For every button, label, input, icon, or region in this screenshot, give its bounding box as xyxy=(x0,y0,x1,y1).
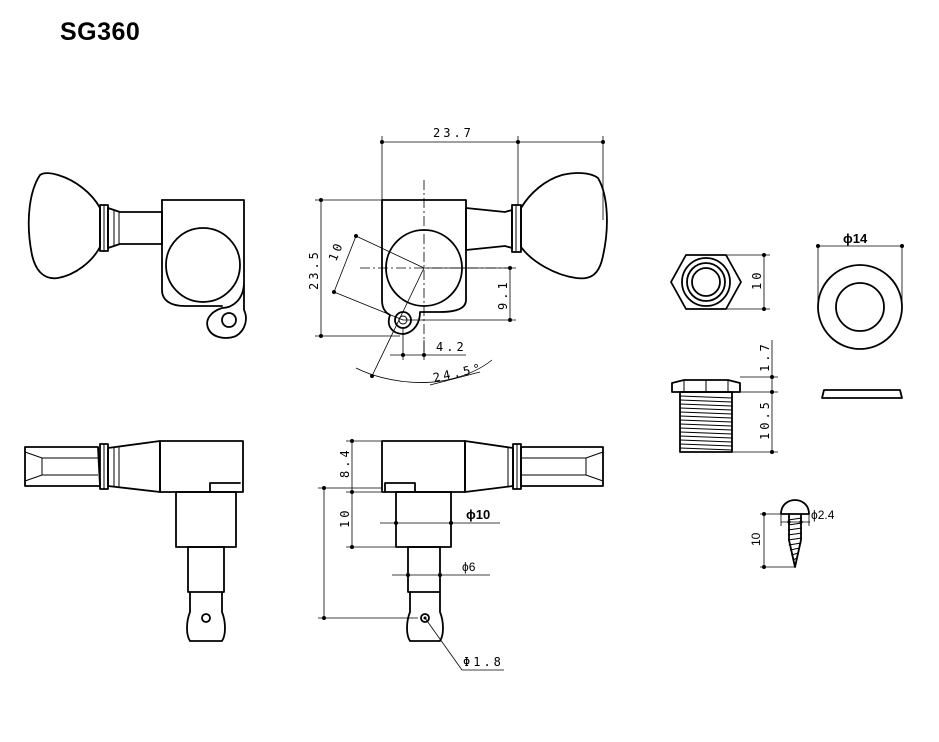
thread-line xyxy=(679,411,733,415)
thread-line xyxy=(679,403,733,407)
dim-nut-width: 10 xyxy=(750,270,764,290)
dim-hole-offset: 4.2 xyxy=(436,340,467,354)
dim-center-offset: 9.1 xyxy=(496,279,510,310)
tuner-top-view-dimensioned: 23.7 23.5 10 9.1 4.2 24.5° xyxy=(307,126,608,386)
screw-thread-line xyxy=(787,532,803,536)
thread-line xyxy=(679,415,733,419)
dim-string-hole: Φ1.8 xyxy=(463,655,504,669)
thread-line xyxy=(679,395,733,399)
screw-thread-line xyxy=(787,527,803,531)
thread-line xyxy=(679,423,733,427)
mounting-screw: 10 ϕ2.4 xyxy=(749,499,835,569)
threaded-bushing-side-view: 1.7 10.5 xyxy=(671,340,778,454)
thread-line xyxy=(679,431,733,435)
thread-line xyxy=(679,399,733,403)
thread-line xyxy=(679,427,733,431)
thread-line xyxy=(679,443,733,447)
hex-nut-top-view: 10 xyxy=(670,253,770,311)
dim-angle: 24.5° xyxy=(432,361,485,385)
thread-line xyxy=(679,419,733,423)
dim-offset-radius: 10 xyxy=(326,239,347,263)
dim-head-height: 8.4 xyxy=(338,447,352,478)
screw-thread-line xyxy=(789,547,801,551)
dim-flange-thickness: 1.7 xyxy=(758,341,772,372)
tuner-side-view-left xyxy=(24,440,244,642)
screw-thread-line xyxy=(787,517,803,521)
bushing-threads xyxy=(679,395,733,451)
dim-body-height: 23.5 xyxy=(307,249,321,290)
thread-line xyxy=(679,435,733,439)
dim-screw-length: 10 xyxy=(749,532,763,546)
screw-threads xyxy=(787,517,803,561)
dim-screw-dia: ϕ2.4 xyxy=(811,508,835,522)
screw-thread-line xyxy=(792,557,798,561)
dim-washer-dia: ϕ14 xyxy=(843,231,868,246)
dim-post-dia: ϕ6 xyxy=(462,560,476,574)
page-title: SG360 xyxy=(60,18,141,46)
tuner-side-view-dimensioned: 8.4 10 ϕ10 ϕ6 Φ1.8 xyxy=(318,439,604,671)
screw-thread-line xyxy=(787,522,803,526)
thread-line xyxy=(679,447,733,451)
tuner-top-view-left xyxy=(27,172,247,339)
dim-thread-length: 10.5 xyxy=(758,399,772,440)
washer-top-view: ϕ14 xyxy=(816,231,904,399)
thread-line xyxy=(679,407,733,411)
dim-total-width: 23.7 xyxy=(433,126,474,140)
screw-thread-line xyxy=(788,542,802,546)
dim-bushing-length: 10 xyxy=(338,508,352,528)
dim-bushing-dia: ϕ10 xyxy=(466,507,490,522)
thread-line xyxy=(679,439,733,443)
screw-thread-line xyxy=(791,552,799,556)
screw-thread-line xyxy=(787,537,803,541)
